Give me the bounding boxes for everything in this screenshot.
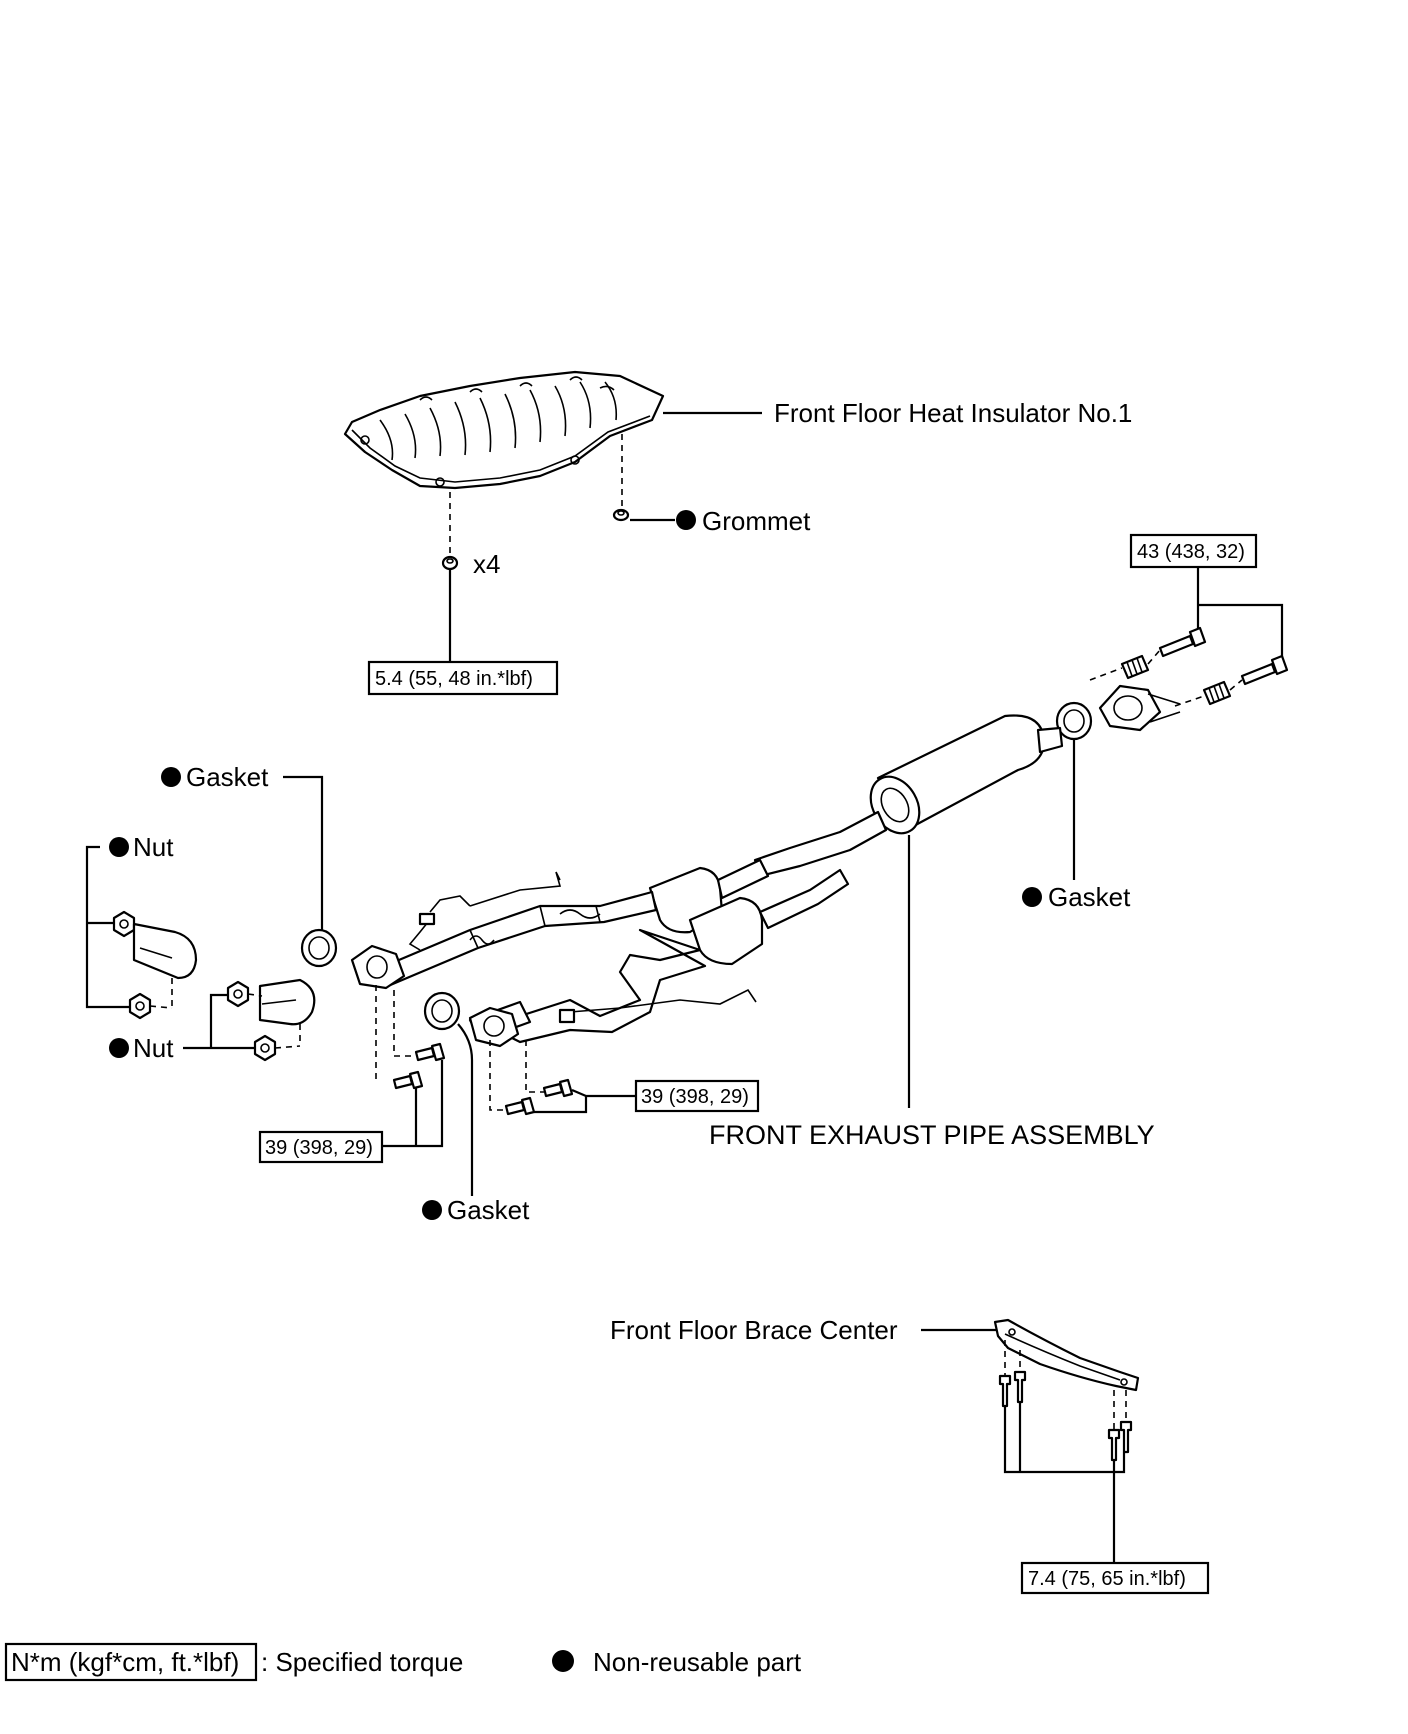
- nonreusable-dot-icon: [676, 510, 696, 530]
- left-flange-bolt-upper: [414, 1042, 446, 1062]
- center-flange-bolt-upper: [542, 1078, 574, 1098]
- tail-spring-lower: [1202, 680, 1232, 706]
- tail-spring-upper: [1120, 654, 1150, 680]
- tail-bolt-upper: [1158, 626, 1207, 658]
- nonreusable-dot-icon: [161, 767, 181, 787]
- bottom-gasket-part: [423, 991, 461, 1031]
- nut-upper-label: Nut: [133, 832, 174, 862]
- x4-quantity-label: x4: [473, 549, 500, 579]
- tail-flange-part: [1098, 684, 1181, 732]
- left-nut-lower: [128, 992, 152, 1020]
- front-exhaust-pipe-drawing: [350, 714, 1064, 1048]
- torque-center-flange: 39 (398, 29): [641, 1086, 749, 1108]
- tail-bolt-lower: [1240, 654, 1289, 686]
- center-flange-bolt-lower: [504, 1096, 536, 1116]
- torque-left-flange: 39 (398, 29): [265, 1137, 373, 1159]
- brace-bolt-1: [998, 1374, 1012, 1408]
- grommet-label: Grommet: [702, 506, 811, 536]
- center-nut-upper: [226, 980, 250, 1008]
- center-nut-lower: [253, 1034, 277, 1062]
- torque-box-insulator: [367, 660, 559, 696]
- nonreusable-dot-icon: [109, 837, 129, 857]
- front-exhaust-pipe-label: FRONT EXHAUST PIPE ASSEMBLY: [709, 1120, 1155, 1150]
- brace-bolt-2: [1013, 1370, 1027, 1404]
- left-nut-upper: [112, 910, 136, 938]
- brace-bolt-4: [1119, 1420, 1133, 1454]
- left-stud-upper: [132, 922, 198, 980]
- gasket-bottom-label: Gasket: [447, 1195, 530, 1225]
- insulator-nut-part: [441, 555, 459, 571]
- gasket-right-label: Gasket: [1048, 882, 1131, 912]
- heat-insulator-drawing: [343, 370, 665, 490]
- brace-center-drawing: [993, 1318, 1140, 1392]
- legend-torque-text: : Specified torque: [261, 1647, 463, 1677]
- upper-left-gasket-part: [300, 928, 338, 968]
- brace-bolt-3: [1107, 1428, 1121, 1462]
- torque-brace: 7.4 (75, 65 in.*lbf): [1028, 1568, 1186, 1590]
- nonreusable-dot-icon: [552, 1650, 574, 1672]
- nonreusable-dot-icon: [422, 1200, 442, 1220]
- torque-box-center-flange: [634, 1079, 760, 1113]
- center-stud-part: [258, 978, 316, 1026]
- torque-box-brace: [1020, 1561, 1210, 1595]
- nonreusable-dot-icon: [1022, 887, 1042, 907]
- right-gasket-part: [1055, 701, 1093, 741]
- gasket-upper-left-label: Gasket: [186, 762, 269, 792]
- nonreusable-dot-icon: [109, 1038, 129, 1058]
- left-flange-bolt-lower: [392, 1070, 424, 1090]
- legend-torque-unit-box: [4, 1642, 258, 1682]
- torque-box-tail-flange: [1129, 533, 1258, 569]
- torque-insulator: 5.4 (55, 48 in.*lbf): [375, 668, 533, 690]
- legend-nonreusable-text: Non-reusable part: [593, 1647, 802, 1677]
- nut-lower-label: Nut: [133, 1033, 174, 1063]
- grommet-part: [612, 508, 630, 522]
- brace-center-label: Front Floor Brace Center: [610, 1315, 898, 1345]
- legend: N*m (kgf*cm, ft.*lbf) : Specified torque…: [4, 1642, 802, 1682]
- legend-torque-unit: N*m (kgf*cm, ft.*lbf): [11, 1647, 239, 1677]
- torque-tail-flange: 43 (438, 32): [1137, 541, 1245, 563]
- heat-insulator-label: Front Floor Heat Insulator No.1: [774, 398, 1132, 428]
- torque-box-left-flange: [258, 1130, 384, 1164]
